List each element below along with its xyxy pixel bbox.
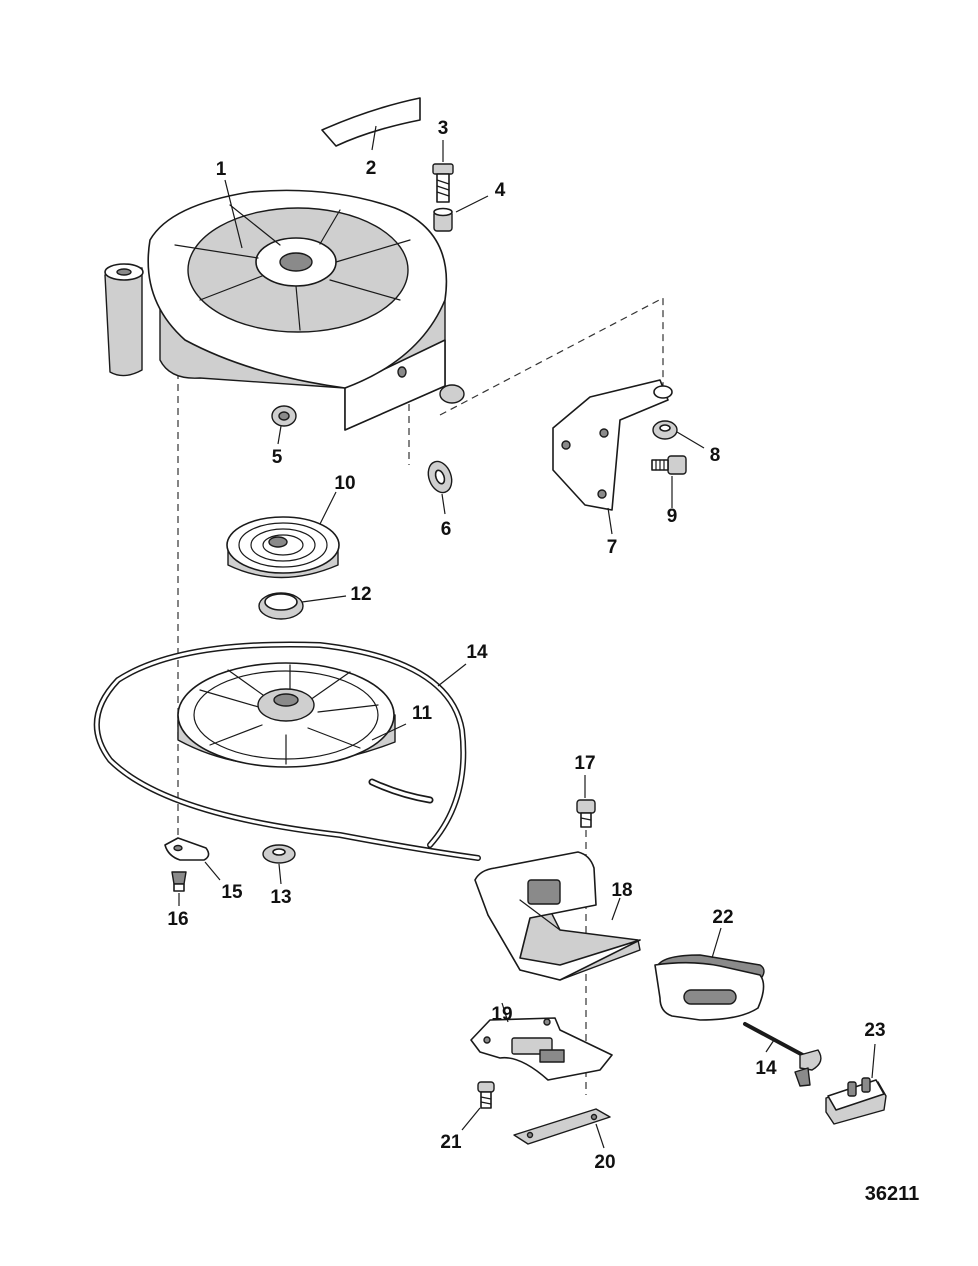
callout-12: 12 bbox=[350, 584, 371, 605]
part-10-spring-housing bbox=[226, 516, 340, 579]
callout-19: 19 bbox=[491, 1004, 512, 1025]
callout-14-rope-end: 14 bbox=[755, 1058, 777, 1079]
part-20-strip bbox=[513, 1108, 611, 1145]
callout-4: 4 bbox=[495, 180, 506, 201]
callout-1: 1 bbox=[216, 159, 227, 180]
figure-number: 36211 bbox=[865, 1183, 920, 1205]
part-7-bracket bbox=[552, 379, 673, 511]
part-12-cap bbox=[258, 592, 304, 620]
part-8-nut bbox=[652, 420, 678, 440]
part-14-starter-rope bbox=[93, 641, 481, 861]
callout-21: 21 bbox=[440, 1132, 462, 1153]
callout-10: 10 bbox=[334, 473, 355, 494]
part-19-plate bbox=[470, 1017, 613, 1081]
callout-5: 5 bbox=[272, 447, 283, 468]
callout-15: 15 bbox=[221, 882, 243, 903]
part-13-washer bbox=[262, 844, 296, 864]
callout-8: 8 bbox=[710, 445, 721, 466]
part-3-screw bbox=[432, 163, 454, 203]
callout-7: 7 bbox=[607, 537, 618, 558]
callout-3: 3 bbox=[438, 118, 449, 139]
callout-17: 17 bbox=[574, 753, 595, 774]
part-4-bushing bbox=[433, 207, 453, 232]
part-1-starter-housing bbox=[104, 189, 465, 431]
callout-22: 22 bbox=[712, 907, 733, 928]
callout-20: 20 bbox=[594, 1152, 615, 1173]
callout-9: 9 bbox=[667, 506, 678, 527]
part-21-screw bbox=[477, 1081, 495, 1109]
callout-13: 13 bbox=[270, 887, 291, 908]
part-2-decal bbox=[321, 97, 421, 147]
callout-2: 2 bbox=[366, 158, 377, 179]
callout-11: 11 bbox=[412, 703, 433, 724]
part-14-rope-end bbox=[743, 1022, 822, 1087]
part-17-screw bbox=[576, 799, 596, 828]
part-22-handle bbox=[654, 954, 765, 1021]
callout-6: 6 bbox=[441, 519, 452, 540]
part-6-washer bbox=[427, 460, 453, 494]
leader-lines bbox=[178, 125, 876, 1149]
part-18-rope-guide bbox=[474, 851, 641, 981]
callout-16: 16 bbox=[167, 909, 188, 930]
part-16-screw bbox=[171, 871, 187, 892]
callout-18: 18 bbox=[611, 880, 632, 901]
part-11-pulley bbox=[177, 662, 396, 768]
part-9-bolt bbox=[651, 455, 687, 475]
part-15-pawl bbox=[164, 837, 210, 861]
callout-14: 14 bbox=[466, 642, 488, 663]
callout-23: 23 bbox=[864, 1020, 885, 1041]
part-23-rope-anchor bbox=[825, 1077, 887, 1125]
part-5-grommet bbox=[271, 405, 297, 427]
callout-labels: 1 2 3 4 5 6 7 8 9 10 11 12 13 14 15 16 1… bbox=[167, 118, 885, 1173]
